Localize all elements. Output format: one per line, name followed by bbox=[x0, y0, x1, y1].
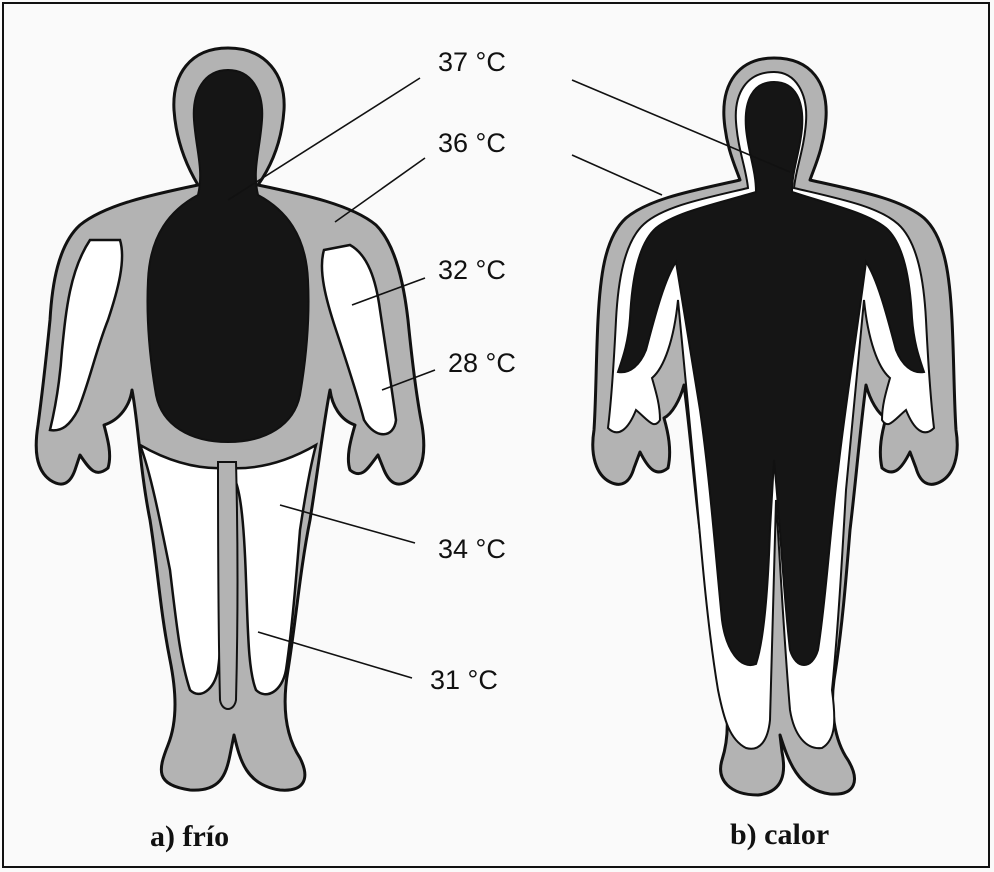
label-36c: 36 °C bbox=[438, 128, 506, 159]
label-31c: 31 °C bbox=[430, 665, 498, 696]
label-28c: 28 °C bbox=[448, 348, 516, 379]
caption-cold: a) frío bbox=[150, 820, 229, 854]
caption-hot: b) calor bbox=[730, 818, 829, 852]
cold-core bbox=[147, 70, 308, 442]
label-34c: 34 °C bbox=[438, 534, 506, 565]
label-32c: 32 °C bbox=[438, 255, 506, 286]
cold-figure bbox=[36, 48, 435, 790]
label-37c: 37 °C bbox=[438, 47, 506, 78]
cold-leg-divider bbox=[218, 462, 238, 709]
hot-figure bbox=[572, 58, 957, 795]
